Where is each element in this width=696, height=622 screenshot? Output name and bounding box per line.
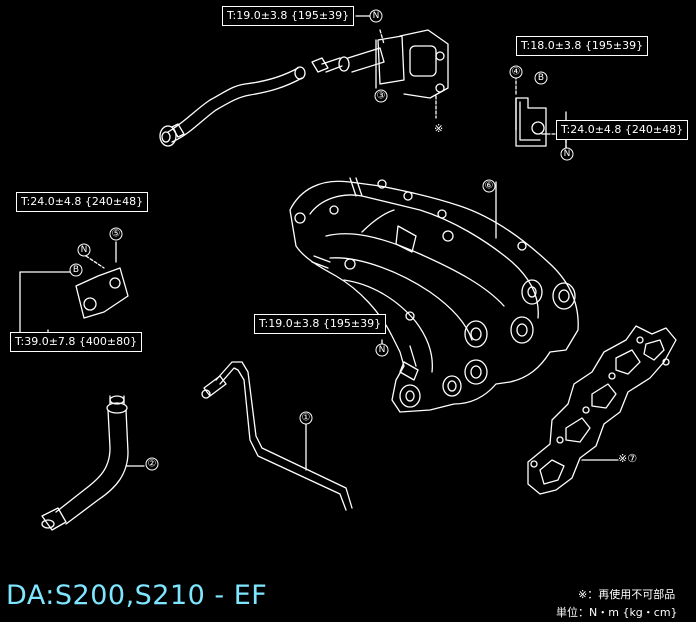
callout-markers	[69, 9, 574, 471]
callout-5: ⑤	[112, 229, 121, 240]
callout-B-right	[534, 71, 548, 85]
callout-4-circle	[509, 65, 523, 79]
callout-6-circle	[482, 179, 496, 193]
callout-N-right	[560, 147, 574, 161]
callout-N-middle	[375, 343, 389, 357]
callout-B-left	[69, 263, 83, 277]
callout-6: ⑥	[485, 181, 494, 192]
torque-label-left-nut: T:24.0±4.8 {240±48}	[16, 192, 149, 212]
callout-3: ③	[377, 91, 386, 102]
gasket-part-7	[527, 325, 677, 495]
non-reusable-note: ※：再使用不可部品	[578, 588, 676, 601]
callout-N-left-text: N	[81, 245, 88, 255]
hose-assembly-top	[159, 29, 449, 147]
torque-label-bracket-nut: T:24.0±4.8 {240±48}	[556, 120, 689, 140]
callout-N-left	[77, 243, 91, 257]
callout-7: ※⑦	[618, 452, 637, 465]
model-label: DA:S200,S210 - EF	[6, 580, 268, 611]
callout-1-circle	[299, 411, 313, 425]
callout-N-right-text: N	[564, 149, 571, 159]
units-note: 単位：N・m {kg・cm}	[556, 606, 678, 619]
callout-1: ①	[302, 413, 311, 424]
callout-2-circle	[145, 457, 159, 471]
callout-N-middle-text: N	[379, 345, 386, 355]
torque-label-manifold-nut: T:19.0±3.8 {195±39}	[254, 314, 387, 334]
callout-2: ②	[148, 459, 157, 470]
callout-4: ④	[512, 67, 521, 78]
non-reusable-mark: ※	[434, 122, 443, 135]
callout-N-top	[369, 9, 383, 23]
intake-manifold	[289, 177, 579, 413]
bracket-part-5	[75, 241, 129, 319]
callout-3-circle	[374, 89, 388, 103]
torque-label-hose-flange: T:19.0±3.8 {195±39}	[222, 6, 355, 26]
callout-5-circle	[109, 227, 123, 241]
callout-N-top-text: N	[373, 11, 380, 21]
hose-part-2	[41, 395, 145, 531]
callout-B-right-text: B	[538, 73, 544, 83]
torque-label-left-bolt: T:39.0±7.8 {400±80}	[10, 332, 143, 352]
callout-B-left-text: B	[73, 265, 79, 275]
pipe-part-1	[201, 361, 353, 511]
torque-label-bracket-upper: T:18.0±3.8 {195±39}	[516, 36, 649, 56]
